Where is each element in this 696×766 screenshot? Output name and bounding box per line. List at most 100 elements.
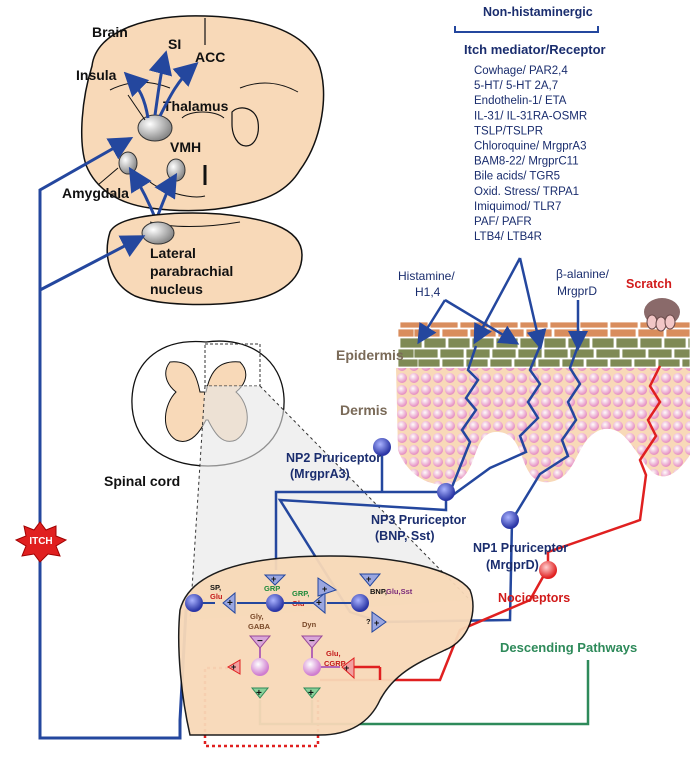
epidermis-cell xyxy=(491,348,517,359)
epidermis-cell xyxy=(549,321,579,329)
synapse-gly xyxy=(248,635,272,649)
svg-text:+: + xyxy=(227,598,233,609)
epidermis-cell xyxy=(543,348,569,359)
svg-text:−: − xyxy=(309,636,315,647)
label-grp2: GRP, xyxy=(292,589,309,598)
mediator-subheader: Itch mediator/Receptor xyxy=(464,42,606,57)
vmh-node xyxy=(166,158,186,182)
lpb-line1: Lateral xyxy=(150,245,196,261)
np3-line1: NP3 Pruriceptor xyxy=(371,513,466,527)
mediator-item: Cowhage/ PAR2,4 xyxy=(474,65,568,77)
epidermis-cell xyxy=(417,358,441,368)
synapse-desc-gly xyxy=(250,687,270,699)
nociceptors-label: Nociceptors xyxy=(498,591,570,605)
epidermis-cell xyxy=(399,321,429,329)
mediator-list: Cowhage/ PAR2,45-HT/ 5-HT 2A,7Endothelin… xyxy=(474,65,587,243)
synapse-dyn xyxy=(300,635,324,649)
lpb-line2: parabrachial xyxy=(150,263,233,279)
histamine-line2: H1,4 xyxy=(415,285,441,299)
epidermis-cell xyxy=(447,337,471,349)
np2-line1: NP2 Pruriceptor xyxy=(286,451,381,465)
svg-text:+: + xyxy=(271,574,276,584)
mediator-item: Oxid. Stress/ TRPA1 xyxy=(474,186,579,198)
epidermis-cell xyxy=(469,328,497,338)
np3-line2: (BNP, Sst) xyxy=(375,529,435,543)
lpb-line3: nucleus xyxy=(150,281,203,297)
epidermis-cell xyxy=(537,358,561,368)
histamine-line1: Histamine/ xyxy=(398,269,455,283)
label-gly: Gly, xyxy=(250,612,264,621)
epidermis-layers xyxy=(397,321,691,368)
epidermis-cell xyxy=(687,337,691,349)
projection-neuron xyxy=(185,594,203,612)
svg-text:+: + xyxy=(322,584,327,594)
label-si: SI xyxy=(168,36,181,52)
epidermis-cell xyxy=(585,358,609,368)
synapse-desc-dyn xyxy=(302,687,322,699)
label-glu1: Glu xyxy=(210,592,223,601)
epidermis-cell xyxy=(663,337,687,349)
np2-line2: (MrgprA3) xyxy=(290,467,350,481)
epidermis-cell xyxy=(489,321,519,329)
itch-badge-label: ITCH xyxy=(29,536,52,547)
epidermis-cell xyxy=(639,337,663,349)
epidermis-cell xyxy=(609,321,639,329)
mediator-panel: Non-histaminergic Itch mediator/Receptor… xyxy=(454,5,606,243)
spinal-cord-title: Spinal cord xyxy=(104,473,180,489)
itch-badge: ITCH xyxy=(14,521,68,563)
np1-fiber xyxy=(379,345,582,624)
epidermis-cell xyxy=(579,321,609,329)
np2-fiber xyxy=(274,345,480,570)
epidermis-cell xyxy=(489,358,513,368)
epidermis-cell xyxy=(553,328,581,338)
np3-fiber xyxy=(277,345,542,624)
epidermis-cell xyxy=(595,348,621,359)
spinal-zoom-box xyxy=(204,343,261,387)
nociceptor-fiber xyxy=(320,365,662,682)
label-sp: SP, xyxy=(210,583,221,592)
svg-text:+: + xyxy=(366,574,371,584)
label-bnp: BNP, xyxy=(370,587,387,596)
np1-cell-body xyxy=(501,511,519,529)
epidermis-cell xyxy=(633,358,657,368)
epidermis-cell xyxy=(665,328,691,338)
epidermis-cell xyxy=(581,328,609,338)
label-vmh: VMH xyxy=(170,139,201,155)
label-dyn: Dyn xyxy=(302,620,317,629)
np3-cell-body xyxy=(437,483,455,501)
mediator-item: Endothelin-1/ ETA xyxy=(474,95,567,107)
mediator-item: Chloroquine/ MrgprA3 xyxy=(474,141,587,153)
label-grp1: GRP xyxy=(264,584,280,593)
svg-text:+: + xyxy=(231,662,236,672)
mediator-item: TSLP/TSLPR xyxy=(474,125,543,137)
epidermis-cell xyxy=(673,348,691,359)
label-amygdala: Amygdala xyxy=(62,185,129,201)
epidermis-cell xyxy=(647,348,673,359)
label-question: ? xyxy=(366,617,371,626)
np1-line2: (MrgprD) xyxy=(486,558,539,572)
mediator-item: Imiquimod/ TLR7 xyxy=(474,201,561,213)
svg-text:+: + xyxy=(344,663,349,673)
label-insula: Insula xyxy=(76,67,117,83)
epidermis-cell xyxy=(591,337,615,349)
brain-outline xyxy=(80,15,325,212)
svg-text:+: + xyxy=(308,688,314,699)
brain-title: Brain xyxy=(92,24,128,40)
svg-text:+: + xyxy=(374,618,379,628)
pons-section: Lateral parabrachial nucleus xyxy=(106,212,303,306)
epidermis-cell xyxy=(657,358,681,368)
np2-cell-body xyxy=(373,438,391,456)
dorsal-horn-section: + SP, Glu + GRP GRP, Glu + + + BNP, Glu,… xyxy=(178,555,474,736)
balanine-line1: β-alanine/ xyxy=(556,267,610,281)
thalamus-node xyxy=(137,114,173,142)
synapse-grp-a xyxy=(263,574,287,586)
mediator-header: Non-histaminergic xyxy=(483,5,593,19)
epidermis-cell xyxy=(441,328,469,338)
amygdala-node-left xyxy=(118,151,138,175)
label-glu3: Glu, xyxy=(326,649,341,658)
synapse-sp xyxy=(222,591,236,615)
mediator-arrows xyxy=(417,257,588,351)
svg-text:−: − xyxy=(257,636,263,647)
epidermis-cell xyxy=(465,348,491,359)
